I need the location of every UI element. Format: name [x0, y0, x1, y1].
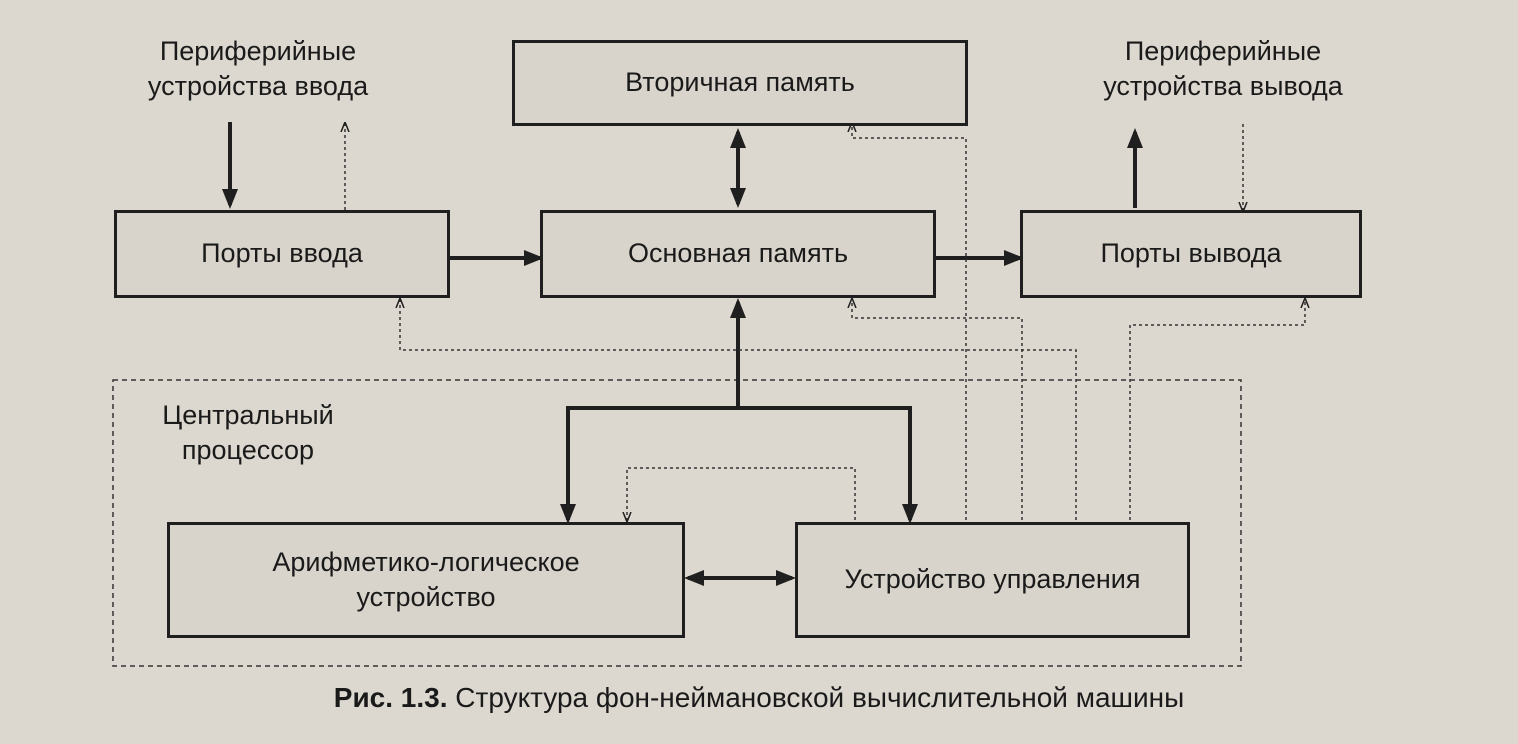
- control-alu: [627, 467, 856, 520]
- figure-caption: Рис. 1.3. Структура фон-неймановской выч…: [0, 682, 1518, 714]
- box-output-ports-label: Порты вывода: [1100, 238, 1282, 269]
- box-main-memory-label: Основная память: [627, 238, 849, 269]
- figure-caption-text: Структура фон-неймановской вычислительно…: [447, 682, 1185, 713]
- box-control-unit: Устройство управления: [795, 522, 1190, 638]
- control-output-ports: [1129, 300, 1305, 520]
- box-secondary-memory: Вторичная память: [512, 40, 968, 126]
- label-output-devices: Периферийные устройства вывода: [1103, 36, 1343, 102]
- box-alu: Арифметико-логическое устройство: [167, 522, 685, 638]
- box-control-unit-label: Устройство управления: [844, 564, 1141, 595]
- control-main-memory: [852, 300, 1023, 520]
- box-input-ports: Порты ввода: [114, 210, 450, 298]
- box-input-ports-label: Порты ввода: [201, 238, 363, 269]
- box-output-ports: Порты вывода: [1020, 210, 1362, 298]
- control-secondary-memory: [852, 124, 967, 520]
- control-input-ports: [400, 300, 1077, 520]
- box-main-memory: Основная память: [540, 210, 936, 298]
- label-cpu: Центральный процессор: [162, 400, 334, 466]
- bus-cpu-split: [566, 406, 912, 510]
- box-secondary-memory-label: Вторичная память: [625, 67, 855, 98]
- box-alu-label: Арифметико-логическое устройство: [272, 546, 580, 612]
- label-input-devices: Периферийные устройства ввода: [147, 36, 369, 102]
- figure-caption-number: Рис. 1.3.: [333, 682, 448, 713]
- cpu-boundary: [112, 379, 1242, 667]
